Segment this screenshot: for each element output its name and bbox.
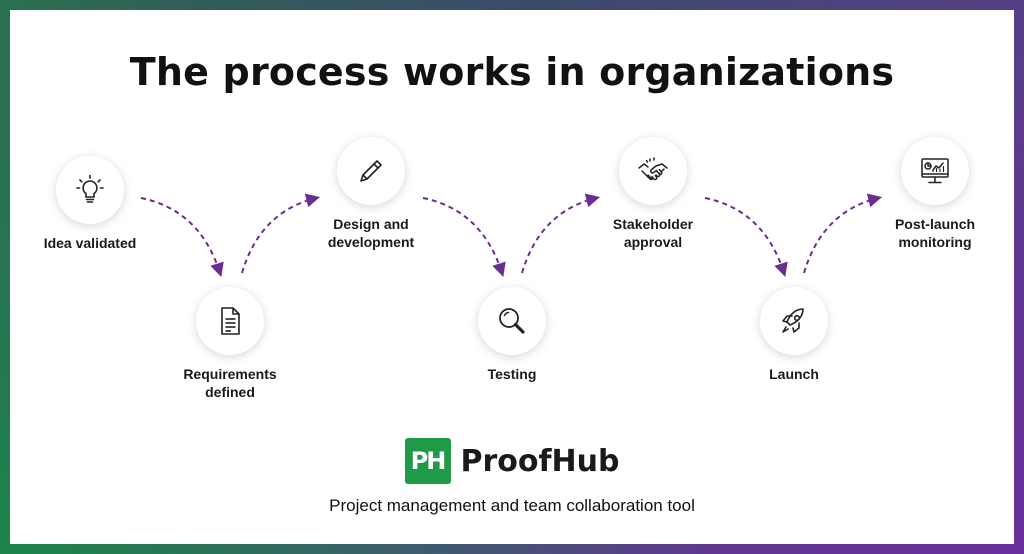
step-stakeholder-approval: Stakeholder approval: [583, 137, 723, 251]
step-circle: [196, 287, 264, 355]
monitor-chart-icon: [921, 158, 949, 184]
step-circle: [56, 156, 124, 224]
document-icon: [221, 307, 240, 335]
step-requirements-defined: Requirements defined: [160, 287, 300, 401]
pencil-icon: [360, 160, 382, 182]
step-launch: Launch: [724, 287, 864, 383]
lightbulb-icon: [76, 174, 104, 203]
rocket-icon: [782, 308, 804, 333]
step-idea-validated: Idea validated: [20, 156, 160, 252]
step-testing: Testing: [442, 287, 582, 383]
magnifier-icon: [499, 308, 525, 334]
step-label: Design and development: [327, 216, 415, 250]
infographic-card: The process works in organizations: [10, 10, 1014, 544]
step-circle: [619, 137, 687, 205]
brand-logo: PH ProofHub: [10, 438, 1014, 484]
step-label: Testing: [487, 366, 537, 382]
handshake-icon: [638, 157, 668, 181]
step-label: Launch: [769, 366, 819, 382]
step-label: Post-launch monitoring: [894, 216, 976, 250]
step-label: Requirements defined: [183, 366, 277, 400]
page-title: The process works in organizations: [129, 50, 895, 94]
brand-name: ProofHub: [460, 443, 620, 479]
step-design-development: Design and development: [301, 137, 441, 251]
step-label: Stakeholder approval: [612, 216, 694, 250]
brand-tagline: Project management and team collaboratio…: [329, 496, 695, 515]
brand-mark: PH: [404, 438, 451, 484]
step-circle: [337, 137, 405, 205]
step-circle: [901, 137, 969, 205]
step-label: Idea validated: [43, 235, 137, 251]
step-post-launch-monitoring: Post-launch monitoring: [865, 137, 1005, 251]
step-circle: [478, 287, 546, 355]
step-circle: [760, 287, 828, 355]
